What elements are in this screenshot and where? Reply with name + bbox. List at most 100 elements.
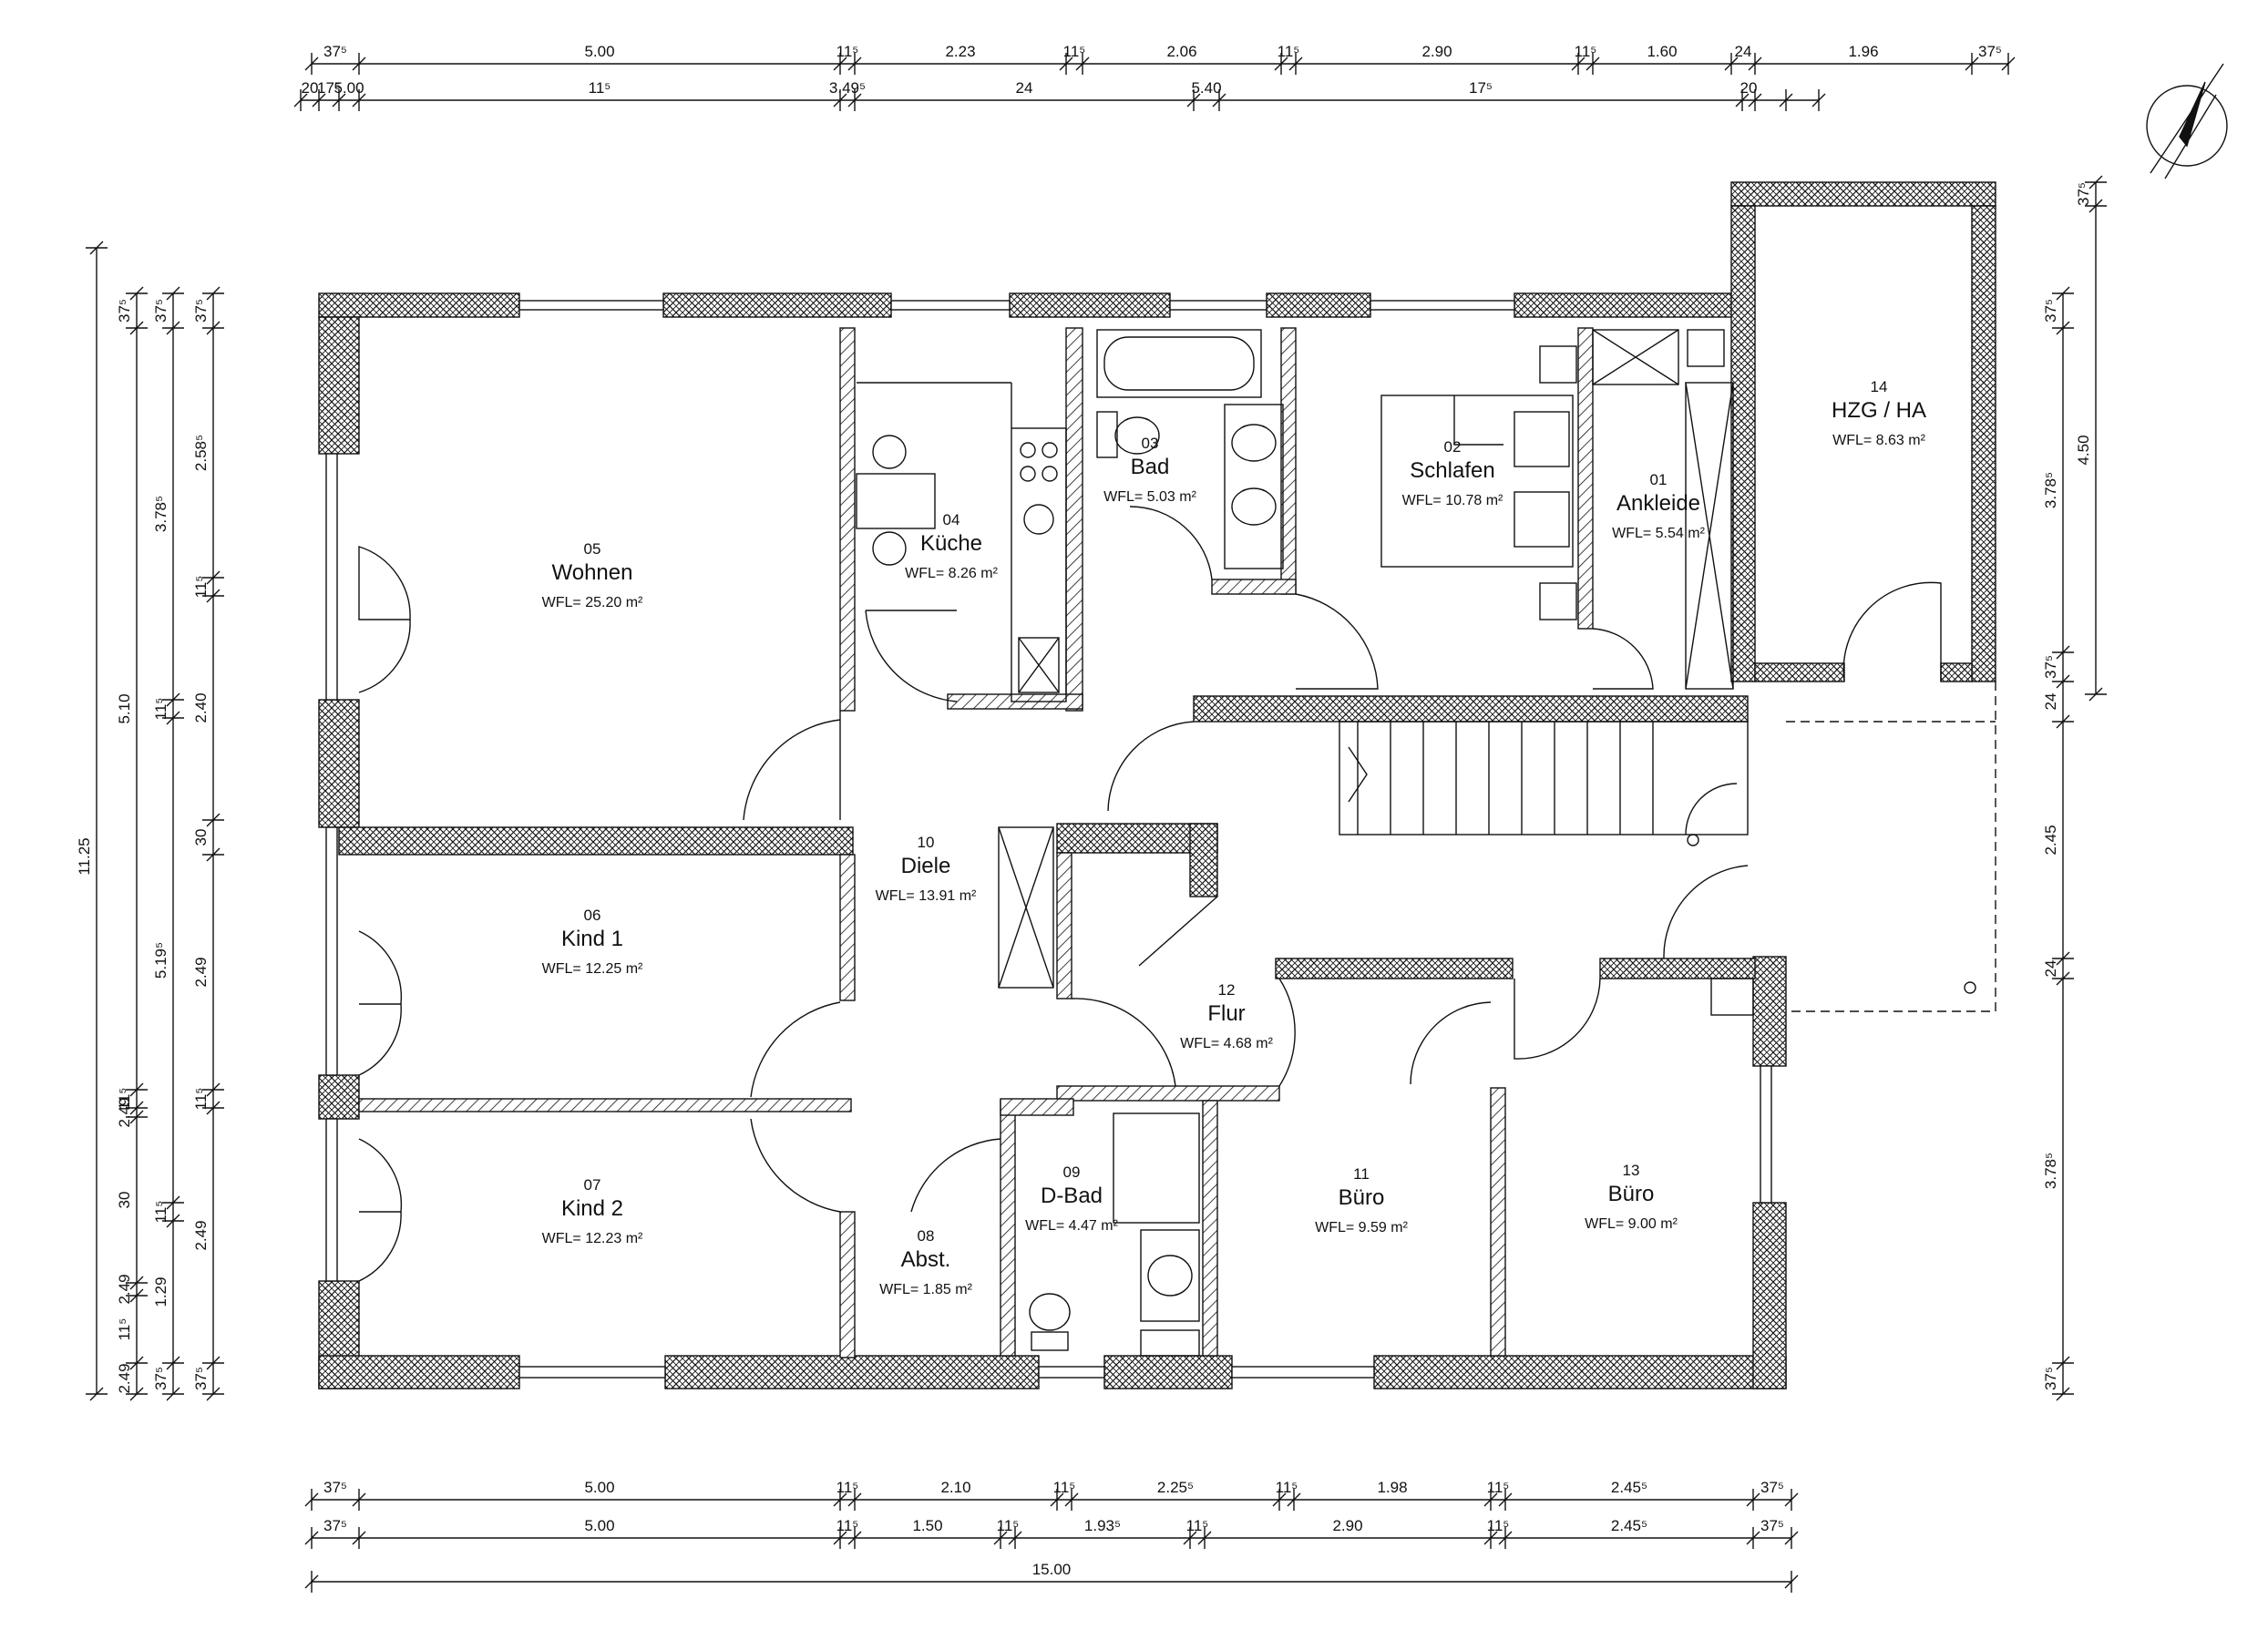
- dimension-label: 37⁵: [152, 1367, 169, 1390]
- dimension-label: 2.49: [116, 1097, 133, 1127]
- room-name: Küche: [920, 531, 982, 556]
- room-number: 06: [584, 907, 601, 924]
- dimension-label: 24: [1735, 43, 1752, 60]
- dimension-label: 24: [1016, 79, 1033, 97]
- dimension-label: 2.23: [945, 43, 975, 60]
- dimension-label: 11⁵: [192, 576, 210, 599]
- dimension-label: 11⁵: [1053, 1479, 1076, 1496]
- dimension-label: 37⁵: [192, 1367, 210, 1390]
- dimension-label: 2.49: [192, 957, 210, 987]
- dimension-label: 11⁵: [1487, 1479, 1510, 1496]
- room-name: Abst.: [901, 1247, 951, 1272]
- dimension-label: 11⁵: [1487, 1517, 1510, 1534]
- room-name: D-Bad: [1041, 1184, 1103, 1208]
- room-name: Bad: [1131, 455, 1170, 479]
- dimension-label: 1.98: [1377, 1479, 1407, 1496]
- room-number: 14: [1871, 378, 1888, 395]
- dimension-label: 2.25⁵: [1157, 1479, 1194, 1496]
- room-number: 13: [1623, 1162, 1640, 1179]
- dimension-total: 15.00: [1032, 1561, 1072, 1578]
- dimension-label: 11⁵: [116, 1318, 133, 1341]
- room-area: WFL= 12.23 m²: [542, 1231, 643, 1246]
- dimension-labels: 37⁵ 5.00 11⁵ 2.23 11⁵ 2.06 11⁵ 2.90 11⁵ 1.60 24 1.9…: [76, 43, 2092, 1578]
- room-area: WFL= 9.59 m²: [1315, 1220, 1408, 1235]
- room-area: WFL= 8.63 m²: [1832, 433, 1925, 448]
- dimension-label: 37⁵: [323, 43, 347, 60]
- room-number: 02: [1444, 438, 1462, 456]
- dimension-label: 37⁵: [323, 1517, 347, 1534]
- dimension-label: 2.49: [116, 1274, 133, 1304]
- room-number: 11: [1353, 1165, 1370, 1183]
- dimension-label: 11⁵: [589, 79, 611, 97]
- dimension-label: 2.45: [2042, 825, 2059, 855]
- dimension-label: 5.19⁵: [152, 942, 169, 979]
- dimension-label: 11⁵: [836, 43, 859, 60]
- dimension-label: 37⁵: [1760, 1479, 1784, 1496]
- dimension-label: 2.10: [940, 1479, 970, 1496]
- dimension-label: 11⁵: [1186, 1517, 1209, 1534]
- dimension-label: 5.10: [116, 693, 133, 723]
- dimension-label: 5.00: [584, 1517, 614, 1534]
- room-name: Kind 1: [561, 927, 623, 951]
- dimension-total: 11.25: [76, 837, 93, 875]
- room-area: WFL= 8.26 m²: [905, 566, 998, 581]
- room-number: 01: [1650, 471, 1668, 488]
- dimension-label: 11⁵: [1278, 43, 1300, 60]
- dimension-label: 11⁵: [836, 1517, 859, 1534]
- room-name: Ankleide: [1616, 491, 1700, 516]
- room-name: Diele: [901, 854, 951, 878]
- room-number: 10: [918, 834, 935, 851]
- dimension-label: 37⁵: [2075, 182, 2092, 206]
- room-number: 03: [1142, 435, 1159, 452]
- room-area: WFL= 5.54 m²: [1612, 526, 1705, 541]
- room-number: 08: [918, 1227, 935, 1245]
- room-area: WFL= 25.20 m²: [542, 595, 643, 610]
- dimension-label: 1.96: [1848, 43, 1878, 60]
- room-number: 05: [584, 540, 601, 558]
- dimension-lines: [86, 53, 2107, 1593]
- room-number: 12: [1218, 981, 1236, 999]
- dimension-label: 2.45⁵: [1611, 1479, 1647, 1496]
- dimension-label: 37⁵: [192, 299, 210, 323]
- dimension-label: 11⁵: [997, 1517, 1020, 1534]
- dimension-label: 17⁵: [317, 79, 341, 97]
- fixtures: [856, 329, 1754, 1357]
- dimension-label: 3.78⁵: [2042, 472, 2059, 508]
- dimension-label: 11⁵: [836, 1479, 859, 1496]
- dimension-label: 24: [2042, 693, 2059, 711]
- dimension-label: 37⁵: [152, 299, 169, 323]
- room-area: WFL= 10.78 m²: [1402, 493, 1503, 508]
- dimension-label: 20: [302, 79, 319, 97]
- north-arrow-icon: [2146, 63, 2228, 179]
- room-name: Wohnen: [552, 560, 633, 585]
- room-number: 09: [1063, 1164, 1081, 1181]
- room-area: WFL= 13.91 m²: [876, 888, 977, 904]
- dimension-label: 1.60: [1647, 43, 1677, 60]
- doors: [358, 506, 1996, 1282]
- room-area: WFL= 12.25 m²: [542, 961, 643, 977]
- dimension-label: 11⁵: [152, 698, 169, 721]
- room-name: Schlafen: [1410, 458, 1494, 483]
- dimension-label: 2.49: [192, 1220, 210, 1250]
- dimension-label: 2.06: [1166, 43, 1196, 60]
- dimension-label: 1.50: [912, 1517, 942, 1534]
- room-area: WFL= 5.03 m²: [1103, 489, 1196, 505]
- dimension-label: 2.90: [1421, 43, 1452, 60]
- room-name: Flur: [1207, 1001, 1245, 1026]
- dimension-label: 17⁵: [1469, 79, 1493, 97]
- room-number: 07: [584, 1176, 601, 1194]
- room-area: WFL= 9.00 m²: [1585, 1216, 1678, 1232]
- room-name: Kind 2: [561, 1196, 623, 1221]
- dimension-label: 37⁵: [2042, 655, 2059, 679]
- dimension-label: 5.00: [334, 79, 364, 97]
